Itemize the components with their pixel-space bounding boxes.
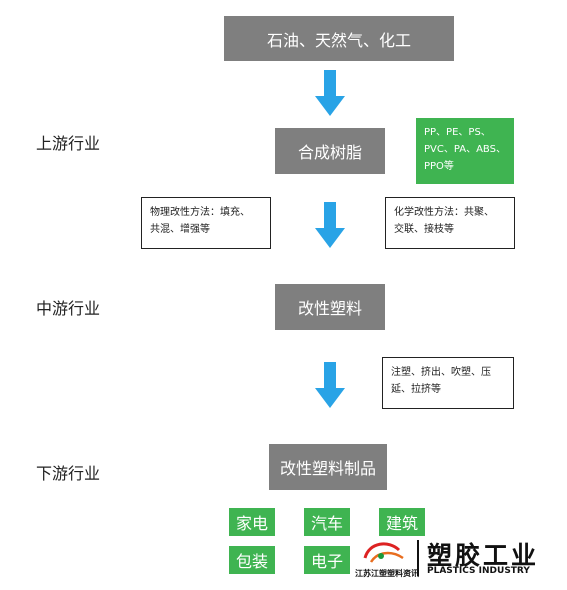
- application-tag-electronics: 电子: [304, 546, 350, 574]
- modified-plastic-product-box: 改性塑料制品: [269, 444, 387, 490]
- resin-types-box: PP、PE、PS、 PVC、PA、ABS、 PPO等: [416, 118, 514, 184]
- application-tag-label: 电子: [310, 552, 343, 571]
- resin-types-line: PPO等: [424, 161, 454, 172]
- physical-method-line: 共混、增强等: [150, 224, 210, 235]
- down-arrow-icon: [315, 202, 345, 248]
- down-arrow-icon: [315, 362, 345, 408]
- synthetic-resin-label: 合成树脂: [297, 143, 362, 162]
- modified-plastic-box: 改性塑料: [275, 284, 385, 330]
- application-tag-appliances: 家电: [229, 508, 275, 536]
- down-arrow-icon: [315, 70, 345, 116]
- physical-method-note: 物理改性方法：填充、 共混、增强等: [141, 197, 271, 249]
- application-tag-automotive: 汽车: [304, 508, 350, 536]
- application-tag-label: 建筑: [385, 514, 418, 533]
- processing-methods-line: 注塑、挤出、吹塑、压: [391, 367, 491, 378]
- source-materials-label: 石油、天然气、化工: [266, 30, 411, 50]
- watermark-title: 塑胶工业: [427, 541, 540, 570]
- source-materials-box: 石油、天然气、化工: [224, 16, 454, 61]
- watermark-logo: 江苏江塑塑料资讯 塑胶工业 PLASTICS INDUSTRY: [355, 536, 555, 582]
- resin-types-line: PP、PE、PS、: [424, 127, 491, 138]
- watermark-subtitle: PLASTICS INDUSTRY: [427, 566, 530, 576]
- application-tag-label: 包装: [235, 552, 268, 571]
- application-tag-construction: 建筑: [379, 508, 425, 536]
- application-tag-label: 家电: [235, 514, 268, 533]
- stage-upstream: 上游行业: [36, 134, 101, 153]
- physical-method-line: 物理改性方法：填充、: [150, 207, 250, 218]
- modified-plastic-label: 改性塑料: [297, 299, 362, 318]
- synthetic-resin-box: 合成树脂: [275, 128, 385, 174]
- application-tag-label: 汽车: [310, 514, 343, 533]
- chemical-method-note: 化学改性方法：共聚、 交联、接枝等: [385, 197, 515, 249]
- processing-methods-line: 延、拉挤等: [391, 384, 441, 395]
- application-tag-packaging: 包装: [229, 546, 275, 574]
- stage-downstream: 下游行业: [36, 464, 101, 483]
- chemical-method-line: 化学改性方法：共聚、: [394, 207, 494, 218]
- watermark-small-text: 江苏江塑塑料资讯: [355, 569, 419, 578]
- modified-plastic-product-label: 改性塑料制品: [279, 459, 376, 478]
- swirl-logo-icon: [363, 542, 404, 563]
- stage-midstream: 中游行业: [36, 299, 101, 318]
- chemical-method-line: 交联、接枝等: [394, 224, 454, 235]
- resin-types-line: PVC、PA、ABS、: [424, 144, 506, 155]
- processing-methods-note: 注塑、挤出、吹塑、压 延、拉挤等: [382, 357, 514, 409]
- watermark-divider: [417, 540, 419, 576]
